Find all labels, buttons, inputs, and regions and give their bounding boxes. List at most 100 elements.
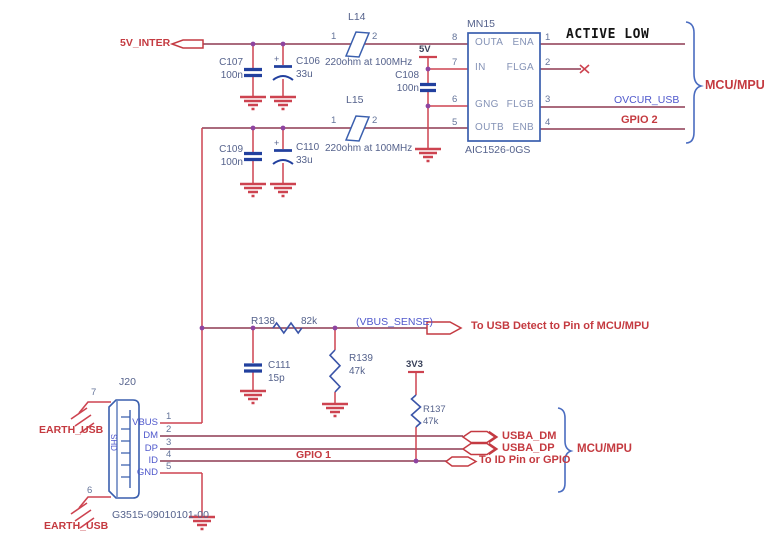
net-label-gpio2: GPIO 2 xyxy=(621,114,658,126)
capacitor-c110-value: 33u xyxy=(296,155,313,166)
net-label-5v: 5V xyxy=(419,44,431,55)
net-label-gpio1: GPIO 1 xyxy=(296,449,332,461)
capacitor-c110-ref: C110 xyxy=(296,142,320,153)
inductor-l14-value: 220ohm at 100MHz xyxy=(325,57,413,68)
capacitor-c110-polarity: + xyxy=(274,138,280,148)
port-usba-dm xyxy=(461,430,499,444)
note-to-usb-detect: To USB Detect to Pin of MCU/MPU xyxy=(471,320,650,332)
inductor-l15-pin1: 1 xyxy=(331,115,337,126)
capacitor-c107-ref: C107 xyxy=(219,57,243,68)
port-usba-dp xyxy=(461,442,499,456)
ic-pin-name-flga: FLGA xyxy=(506,62,534,73)
capacitor-c109-value: 100n xyxy=(220,157,243,168)
resistor-r139-value: 47k xyxy=(349,366,366,377)
capacitor-c106-value: 33u xyxy=(296,69,313,80)
inductor-l15-ref: L15 xyxy=(346,94,364,106)
brace-mcu-top xyxy=(685,21,704,144)
net-label-usba-dp: USBA_DP xyxy=(502,442,555,454)
ground-symbols xyxy=(189,95,441,531)
ic-pin-number-7: 7 xyxy=(452,57,458,68)
net-wires-dark xyxy=(160,43,685,462)
no-connect-x xyxy=(579,64,590,74)
capacitor-c110 xyxy=(272,149,294,165)
capacitor-c107 xyxy=(244,67,262,78)
inductor-l14-pin1: 1 xyxy=(331,31,337,42)
inductor-l14-ref: L14 xyxy=(348,11,366,23)
inductor-l15 xyxy=(344,115,371,142)
ic-pin-name-gng: GNG xyxy=(475,99,499,110)
ic-ref: MN15 xyxy=(467,18,496,30)
ic-pin-number-3: 3 xyxy=(545,94,551,105)
ic-pin-number-6: 6 xyxy=(452,94,458,105)
brace-mcu-bottom xyxy=(557,407,574,493)
capacitor-c109-ref: C109 xyxy=(219,144,243,155)
capacitor-c109 xyxy=(244,151,262,162)
ic-pin-name-in: IN xyxy=(475,62,486,73)
usb-connector-pin6-number: 6 xyxy=(87,485,93,496)
net-label-vbus-sense: (VBUS_SENSE) xyxy=(356,316,434,328)
usb-pin-name-dm: DM xyxy=(143,430,158,441)
net-label-earth-usb-bottom: EARTH_USB xyxy=(44,520,109,532)
usb-pin-name-id: ID xyxy=(148,455,159,466)
capacitor-c111 xyxy=(244,363,262,373)
ic-part-number: AIC1526-0GS xyxy=(465,144,531,156)
resistor-r137 xyxy=(410,394,422,428)
ic-pin-name-outb: OUTB xyxy=(475,122,504,133)
inductor-l14-pin2: 2 xyxy=(372,31,378,42)
mcu-mpu-label-top: MCU/MPU xyxy=(705,78,765,92)
ic-pin-number-2: 2 xyxy=(545,57,551,68)
usb-connector-body xyxy=(108,399,140,499)
usb-connector-ref: J20 xyxy=(119,376,136,388)
resistor-r139-ref: R139 xyxy=(349,353,373,364)
net-wires-red xyxy=(160,44,468,516)
net-label-3v3: 3V3 xyxy=(406,359,423,370)
usb-pin-number-2: 2 xyxy=(166,424,172,435)
resistor-r139 xyxy=(328,349,342,393)
ic-pin-name-outa: OUTA xyxy=(475,37,504,48)
ic-body xyxy=(467,32,541,142)
capacitor-c107-value: 100n xyxy=(220,70,243,81)
net-label-ovcur-usb: OVCUR_USB xyxy=(614,94,680,106)
resistor-r138 xyxy=(272,321,303,335)
capacitor-c111-ref: C111 xyxy=(268,360,291,371)
ic-pin-name-flgb: FLGB xyxy=(506,99,534,110)
port-5v-inter xyxy=(169,39,204,49)
earth-symbol-top xyxy=(70,401,111,434)
port-to-id xyxy=(444,456,478,467)
capacitor-c106-ref: C106 xyxy=(296,56,320,67)
mcu-mpu-label-bottom: MCU/MPU xyxy=(577,443,632,455)
inductor-l14 xyxy=(344,31,371,58)
ic-pin-number-8: 8 xyxy=(452,32,458,43)
port-vbus-sense xyxy=(426,321,463,335)
net-label-5v-inter: 5V_INTER xyxy=(120,37,171,49)
earth-symbol-bottom xyxy=(70,496,111,529)
resistor-r137-value: 47k xyxy=(423,416,439,427)
usb-pin-number-3: 3 xyxy=(166,437,172,448)
usb-connector-pin7-number: 7 xyxy=(91,387,97,398)
ic-pin-number-5: 5 xyxy=(452,117,458,128)
ic-pin-number-4: 4 xyxy=(545,117,551,128)
active-low-label: ACTIVE LOW xyxy=(566,27,650,42)
resistor-r138-ref: R138 xyxy=(251,316,275,327)
net-label-usba-dm: USBA_DM xyxy=(502,430,557,442)
usb-pin-number-5: 5 xyxy=(166,461,172,472)
inductor-l15-value: 220ohm at 100MHz xyxy=(325,143,413,154)
ic-pin-number-1: 1 xyxy=(545,32,551,43)
junction-dots xyxy=(199,41,431,464)
capacitor-c106 xyxy=(272,65,294,81)
inductor-l15-pin2: 2 xyxy=(372,115,378,126)
capacitor-c111-value: 15p xyxy=(268,373,285,384)
usb-connector-part-number: G3515-09010101-00 xyxy=(112,509,209,521)
usb-pin-name-dp: DP xyxy=(144,443,158,454)
usb-pin-number-4: 4 xyxy=(166,449,172,460)
resistor-r138-value: 82k xyxy=(301,316,318,327)
capacitor-c108-ref: C108 xyxy=(395,70,419,81)
capacitor-c108-value: 100n xyxy=(396,83,419,94)
capacitor-c108 xyxy=(420,82,436,93)
ic-pin-name-ena: ENA xyxy=(512,37,534,48)
usb-pin-number-1: 1 xyxy=(166,411,172,422)
usb-pin-name-vbus: VBUS xyxy=(132,417,158,428)
usb-pin-name-gnd: GND xyxy=(136,467,158,478)
